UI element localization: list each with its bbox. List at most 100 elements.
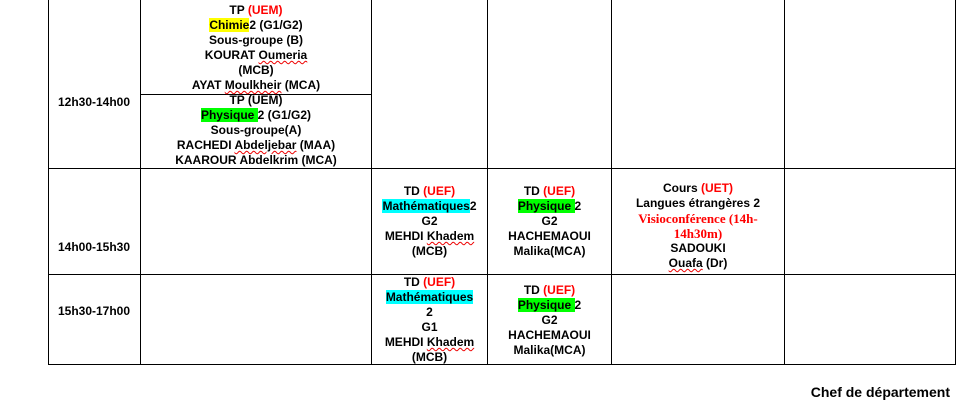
cell-text: Sous-groupe(A) — [210, 123, 302, 137]
cell-text: RACHEDI — [176, 138, 232, 152]
cell-text: Physique — [517, 298, 575, 312]
cell-text: Khadem — [426, 229, 475, 243]
cell-text: (MCB) — [411, 244, 448, 258]
cell-line: AYAT Moulkheir (MCA) — [192, 78, 320, 93]
cell-line: TD (UEF) — [404, 275, 455, 290]
cell-text: MEHDI — [384, 335, 424, 349]
cell-text: Oumeria — [258, 48, 308, 62]
cell-text: TD — [523, 283, 540, 297]
cell-text: HACHEMAOUI — [508, 328, 591, 342]
cell-text: Abdeljebar — [234, 138, 297, 152]
cell-line: MEHDI Khadem — [385, 335, 474, 350]
cell-text: (MCB) — [411, 350, 448, 364]
cell-text: (UEF) — [423, 184, 456, 198]
cell-text: TD — [403, 275, 420, 289]
cell-text: G2 — [541, 214, 558, 228]
cell-text: 2 — [426, 305, 433, 319]
cell-text: Malika(MCA) — [513, 343, 586, 357]
grid-line — [140, 0, 141, 365]
cell-line: Cours (UET) — [663, 181, 733, 196]
cell-text: TP (UEM) — [229, 93, 283, 107]
cell-text: Moulkheir — [224, 78, 282, 92]
signature-label: Chef de département — [810, 384, 950, 400]
cell-text: TD — [523, 184, 540, 198]
session-langues-cours: Cours (UET) Langues étrangères 2 Visioco… — [612, 169, 784, 274]
cell-text: SADOUKI — [670, 241, 726, 255]
session-physique-td-g2: TD (UEF) Physique 2 G2 HACHEMAOUI Malika… — [488, 275, 611, 364]
cell-line: KOURAT Oumeria — [205, 48, 307, 63]
cell-text: 14h00-15h30 — [57, 240, 131, 254]
cell-text: Physique — [200, 108, 258, 122]
cell-text: G2 — [541, 313, 558, 327]
cell-text: 2 — [574, 199, 582, 213]
cell-text: (UEF) — [423, 275, 456, 289]
grid-line — [48, 364, 956, 365]
cell-text: AYAT — [191, 78, 222, 92]
session-chimie-tp: TP (UEM) Chimie2 (G1/G2) Sous-groupe (B)… — [141, 0, 371, 94]
grid-line — [48, 274, 956, 275]
grid-line — [611, 0, 612, 365]
cell-text: Malika(MCA) — [513, 244, 586, 258]
cell-text: TP — [229, 3, 245, 17]
grid-line — [371, 0, 372, 365]
grid-line — [487, 0, 488, 365]
cell-text: Langues étrangères 2 — [635, 196, 761, 210]
cell-text: TD — [403, 184, 420, 198]
cell-text: G1 — [421, 320, 438, 334]
session-math-td-g1: TD (UEF) Mathématiques 2 G1 MEHDI Khadem… — [372, 275, 487, 364]
cell-line: Mathématiques — [385, 290, 474, 305]
cell-text: Mathématiques — [385, 290, 474, 304]
cell-text: KAAROUR Abdelkrim (MCA) — [175, 153, 337, 167]
session-physique-td-g2: TD (UEF) Physique 2 G2 HACHEMAOUI Malika… — [488, 169, 611, 274]
cell-text: (UEF) — [543, 283, 576, 297]
time-slot-label: 12h30-14h00 — [48, 0, 140, 168]
cell-line: TD (UEF) — [524, 283, 575, 298]
cell-line: Ouafa (Dr) — [669, 256, 728, 271]
cell-line: RACHEDI Abdeljebar (MAA) — [177, 138, 335, 153]
cell-text: (UET) — [701, 181, 733, 195]
cell-line: Chimie2 (G1/G2) — [209, 18, 303, 33]
cell-text: Mathématiques — [382, 199, 470, 213]
cell-text: (Dr) — [706, 256, 728, 270]
cell-text: 14h30m) — [673, 226, 723, 241]
cell-line: MEHDI Khadem — [385, 229, 474, 244]
cell-text: 2 — [574, 298, 582, 312]
cell-line: TD (UEF) — [524, 184, 575, 199]
cell-text: G2 — [421, 214, 438, 228]
cell-line: TD (UEF) — [404, 184, 455, 199]
cell-text: (MCA) — [284, 78, 321, 92]
cell-text: Chimie — [209, 18, 250, 32]
cell-text: 15h30-17h00 — [57, 304, 131, 318]
cell-text: Khadem — [426, 335, 475, 349]
grid-line — [784, 0, 785, 365]
cell-text: Visioconférence (14h- — [638, 211, 758, 226]
time-text: 12h30-14h00 — [57, 94, 131, 109]
cell-text: Cours — [662, 181, 698, 195]
time-slot-label: 15h30-17h00 — [48, 275, 140, 364]
cell-text: Physique — [517, 199, 575, 213]
cell-text: (MCB) — [238, 63, 274, 77]
cell-line: Physique 2 — [517, 298, 582, 313]
cell-text: Ouafa — [668, 256, 703, 270]
cell-text: Sous-groupe (B) — [209, 33, 303, 47]
grid-line — [955, 0, 956, 365]
cell-text: 2 (G1/G2) — [257, 108, 312, 122]
cell-text: 2 (G1/G2) — [249, 18, 303, 32]
cell-line: Physique 2 (G1/G2) — [200, 108, 312, 123]
time-slot-label: 14h00-15h30 — [48, 169, 140, 274]
grid-line — [48, 168, 956, 169]
cell-text: (UEF) — [543, 184, 576, 198]
cell-line: Mathématiques2 — [382, 199, 477, 214]
cell-text: (MAA) — [299, 138, 336, 152]
grid-line — [48, 0, 49, 365]
cell-text: 2 — [469, 199, 477, 213]
cell-text: MEHDI — [384, 229, 424, 243]
session-math-td-g2: TD (UEF) Mathématiques2 G2 MEHDI Khadem … — [372, 169, 487, 274]
cell-text: (UEM) — [247, 3, 283, 17]
session-physique-tp: TP (UEM) Physique 2 (G1/G2) Sous-groupe(… — [141, 93, 371, 168]
grid-line — [140, 94, 371, 95]
cell-text: HACHEMAOUI — [508, 229, 591, 243]
cell-line: Physique 2 — [517, 199, 582, 214]
cell-line: TP (UEM) — [229, 3, 282, 18]
cell-text: KOURAT — [204, 48, 256, 62]
